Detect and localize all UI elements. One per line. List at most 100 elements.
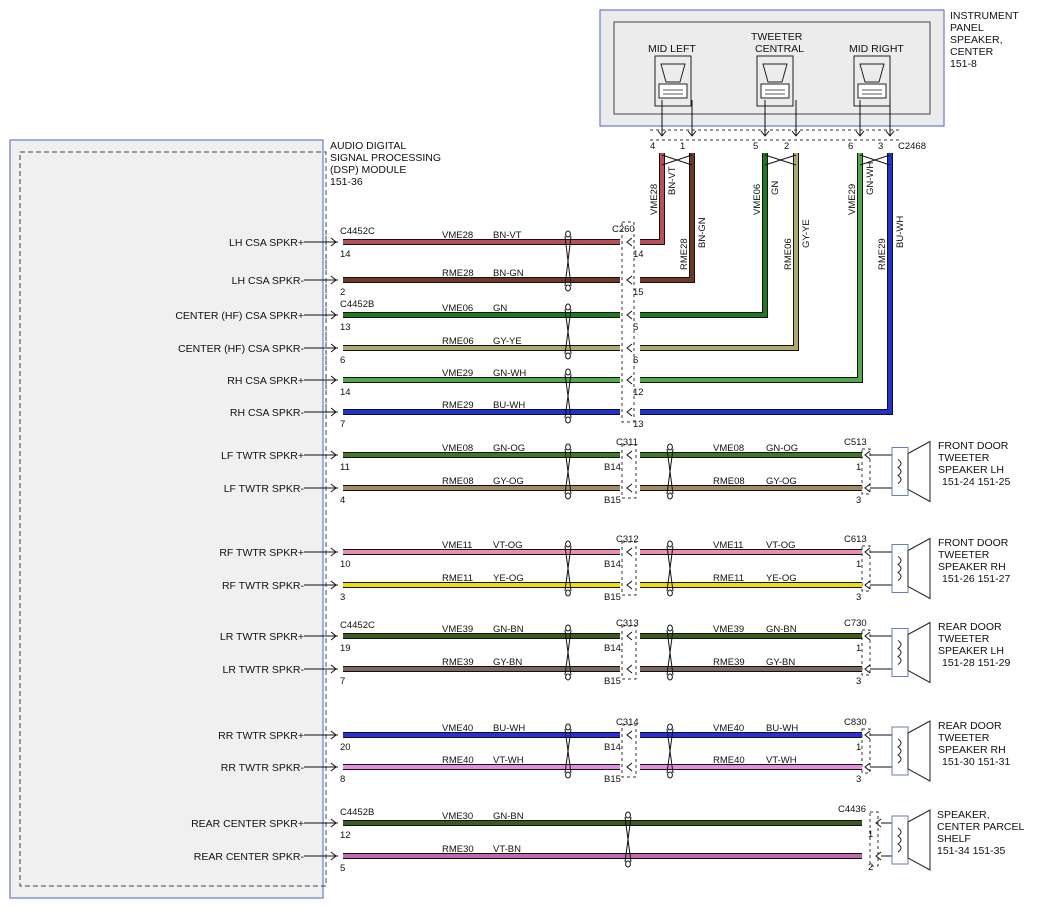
center-twist-2-top-icon xyxy=(565,368,571,376)
tweeter-speaker-label-2-2: SPEAKER LH xyxy=(938,645,1004,657)
tweeter-twist-left-2 xyxy=(564,629,572,676)
tweeter-twist-right-2 xyxy=(666,629,674,676)
tweeter-circuit-right-1-1: RME11 xyxy=(713,573,744,584)
c2468-pin-5: 3 xyxy=(878,141,883,152)
speaker-connector-label-1: C613 xyxy=(844,534,867,545)
inline-pin-3-0: B14 xyxy=(604,742,621,753)
inline-connector-1 xyxy=(621,541,637,596)
tweeter-twist-right-3-top-icon xyxy=(667,723,673,731)
dsp-title: AUDIO DIGITAL SIGNAL PROCESSING (DSP) MO… xyxy=(330,140,444,188)
dsp-pin-label-7: LF TWTR SPKR- xyxy=(224,483,305,495)
tweeter-twist-right-1 xyxy=(666,545,674,592)
dsp-pin-label-9: RF TWTR SPKR- xyxy=(222,580,305,592)
tweeter-circuit-left-3-0: VME40 xyxy=(442,723,473,734)
speaker-connector-3 xyxy=(861,728,871,774)
c260-arrow-4 xyxy=(626,375,633,385)
inline-pin-0-0: B14 xyxy=(604,462,621,473)
tweeter-circuit-right-3-0: VME40 xyxy=(713,723,744,734)
mid-right-label: MID RIGHT xyxy=(849,43,904,55)
dsp-pin-number-10: 19 xyxy=(340,643,351,654)
tweeter-twist-left-1 xyxy=(564,545,572,592)
tweeter-twist-left-3-bottom-icon xyxy=(565,771,571,779)
inline-arrow-1-0 xyxy=(626,547,633,557)
speaker-connector-label-2: C730 xyxy=(844,618,867,629)
center-vertical-circuit-3: RME06 xyxy=(783,238,794,270)
dsp-pin-label-8: RF TWTR SPKR+ xyxy=(219,547,304,559)
dsp-pin-arrow-1 xyxy=(330,275,337,285)
tweeter-circuit-left-2-1: RME39 xyxy=(442,657,474,668)
dsp-pin-arrow-12 xyxy=(330,730,337,740)
center-color-label-3: GY-YE xyxy=(493,336,522,347)
tweeter-twist-right-1-top-icon xyxy=(667,540,673,548)
tweeter-twist-left-1-top-icon xyxy=(565,540,571,548)
speaker-lead-arrow-1 xyxy=(687,130,697,137)
dsp-pin-arrow-2 xyxy=(330,310,337,320)
inline-arrow-2-0 xyxy=(626,631,633,641)
tweeter-color-right-1-0: VT-OG xyxy=(766,540,796,551)
inline-arrow-3-0 xyxy=(626,730,633,740)
tweeter-twist-left-0-bottom-icon xyxy=(565,492,571,500)
tweeter-twist-right-2-bottom-icon xyxy=(667,673,673,681)
tweeter-speaker-label-0-3: 151-24 151-25 xyxy=(942,476,1010,488)
dsp-pin-number-11: 7 xyxy=(340,676,345,687)
rear-center-connector xyxy=(869,811,879,867)
dsp-connector-label-2: C4452C xyxy=(340,620,375,631)
tweeter-twist-right-0-bottom-icon xyxy=(667,492,673,500)
center-circuit-label-1: RME28 xyxy=(442,268,474,279)
vertical-twist-0 xyxy=(661,154,693,166)
center-twist-2 xyxy=(564,373,572,419)
dsp-pin-arrow-6 xyxy=(330,450,337,460)
tweeter-color-left-2-1: GY-BN xyxy=(493,657,522,668)
dsp-pin-number-4: 14 xyxy=(340,387,351,398)
speaker-lead-arrow-3 xyxy=(791,130,801,137)
dsp-pin-number-0: 14 xyxy=(340,249,351,260)
tweeter-circuit-left-1-1: RME11 xyxy=(442,573,473,584)
tweeter-color-right-3-1: VT-WH xyxy=(766,755,797,766)
center-twist-0 xyxy=(564,235,572,287)
center-vertical-circuit-2: VME06 xyxy=(752,184,763,215)
c2468-pin-1: 1 xyxy=(680,141,685,152)
inline-connector-2 xyxy=(621,625,637,680)
center-color-label-2: GN xyxy=(493,303,507,314)
tweeter-speaker-label-1-1: TWEETER xyxy=(938,549,990,561)
speaker-arrow-1-0 xyxy=(864,547,871,557)
c2468-pin-3: 2 xyxy=(784,141,789,152)
rear-center-twist-top-icon xyxy=(625,811,631,819)
dsp-pin-label-4: RH CSA SPKR+ xyxy=(227,375,304,387)
center-color-label-5: BU-WH xyxy=(493,400,525,411)
dsp-connector-label-3: C4452B xyxy=(340,807,374,818)
tweeter-speaker-label-3-1: TWEETER xyxy=(938,732,990,744)
tweeter-color-left-3-0: BU-WH xyxy=(493,723,525,734)
tweeter-speaker-coil-icon-3 xyxy=(897,738,902,764)
tweeter-twist-right-0 xyxy=(666,448,674,495)
center-vertical-color-0: BN-VT xyxy=(667,166,678,195)
dsp-pin-label-15: REAR CENTER SPKR- xyxy=(194,851,305,863)
tweeter-color-left-3-1: VT-WH xyxy=(493,755,524,766)
center-twist-2-bottom-icon xyxy=(565,416,571,424)
dsp-pin-number-5: 7 xyxy=(340,419,345,430)
inline-arrow-2-1 xyxy=(626,664,633,674)
tweeter-circuit-left-2-0: VME39 xyxy=(442,624,473,635)
speaker-pin-1-1: 3 xyxy=(856,592,861,603)
tweeter-twist-left-2-top-icon xyxy=(565,624,571,632)
speaker-connector-2 xyxy=(861,629,871,676)
inline-arrow-0-0 xyxy=(626,450,633,460)
dsp-pin-arrow-3 xyxy=(330,343,337,353)
tweeter-color-left-0-0: GN-OG xyxy=(493,443,525,454)
rear-center-arrow-0 xyxy=(875,818,882,828)
rear-center-pin-0: 1 xyxy=(868,829,873,840)
tweeter-speaker-label-0-2: SPEAKER LH xyxy=(938,464,1004,476)
dsp-pin-arrow-14 xyxy=(330,818,337,828)
c2468-pin-0: 4 xyxy=(650,141,655,152)
tweeter-speaker-label-3-0: REAR DOOR xyxy=(938,720,1002,732)
dsp-pin-number-3: 6 xyxy=(340,355,345,366)
center-vertical-circuit-4: VME29 xyxy=(847,184,858,215)
tweeter-color-right-2-0: GN-BN xyxy=(766,624,797,635)
tweeter-twist-right-3-bottom-icon xyxy=(667,771,673,779)
speaker-lead-arrow-5 xyxy=(885,130,895,137)
inline-arrow-3-1 xyxy=(626,762,633,772)
dsp-pin-number-9: 3 xyxy=(340,592,345,603)
speaker-arrow-1-1 xyxy=(864,580,871,590)
